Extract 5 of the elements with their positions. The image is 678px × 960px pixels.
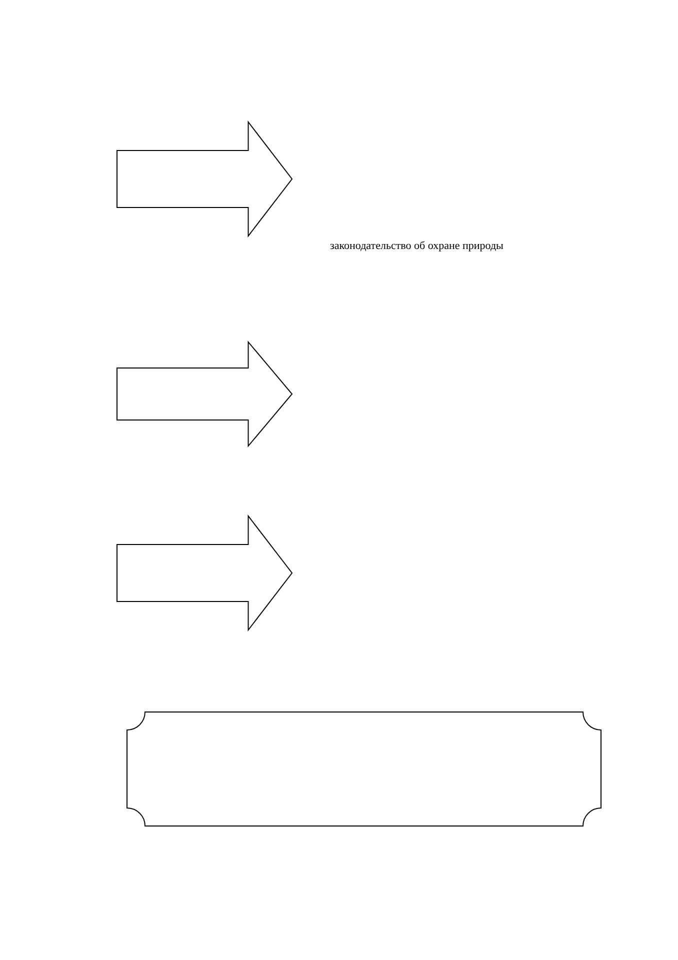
block-arrow bbox=[117, 122, 292, 236]
plaque-frame bbox=[127, 712, 601, 826]
block-arrow bbox=[117, 342, 292, 446]
block-arrow bbox=[117, 516, 292, 630]
note-text: законодательство об охране природы bbox=[330, 240, 504, 252]
